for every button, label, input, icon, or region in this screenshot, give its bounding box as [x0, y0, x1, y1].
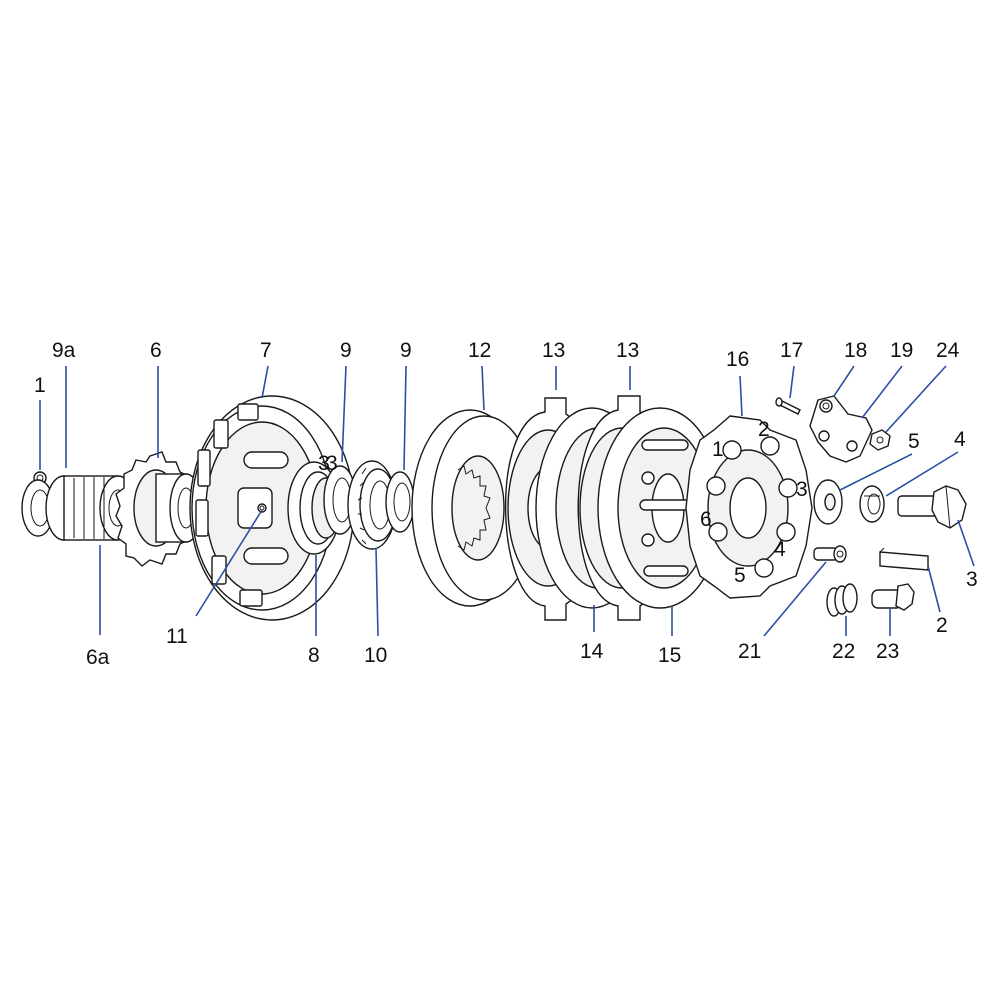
label-23: 23	[876, 640, 899, 663]
label-9-left: 9	[340, 339, 352, 362]
label-9-right: 9	[400, 339, 412, 362]
hub-number-6: 6	[700, 508, 712, 531]
part-6-sprocket	[115, 451, 203, 567]
part-3-hex-bolt	[897, 485, 967, 529]
label-4: 4	[954, 428, 966, 451]
label-13-right: 13	[616, 339, 639, 362]
hub-number-5: 5	[734, 564, 746, 587]
drum-mark-1: 3	[318, 452, 330, 475]
part-labels: 1 9a 6 6a 7 9 9 8 10 11 12 13 13 14 15 1…	[34, 339, 978, 669]
label-12: 12	[468, 339, 491, 362]
leader-lines	[39, 365, 975, 637]
part-16-spring-cover: 1 2 3 4 5 6 3 3	[318, 415, 813, 599]
part-4-spring-washer	[859, 485, 885, 523]
part-15-pressure-plate	[597, 407, 723, 609]
label-24: 24	[936, 339, 960, 362]
label-8: 8	[308, 644, 320, 667]
label-16: 16	[726, 348, 749, 371]
label-6a: 6a	[86, 646, 110, 669]
label-13-left: 13	[542, 339, 565, 362]
part-17-pin	[775, 397, 801, 415]
part-9-washer-right	[385, 471, 415, 533]
part-24-nut	[869, 429, 891, 451]
part-21-cap-screw	[813, 545, 847, 563]
label-10: 10	[364, 644, 387, 667]
label-14: 14	[580, 640, 604, 663]
drum-mark-2: 3	[326, 452, 338, 475]
hub-number-3: 3	[796, 478, 808, 501]
label-5: 5	[908, 430, 920, 453]
label-6: 6	[150, 339, 162, 362]
label-7: 7	[260, 339, 272, 362]
part-7-clutch-drum	[189, 395, 355, 621]
label-15: 15	[658, 644, 681, 667]
part-5-washer	[813, 479, 843, 525]
label-3: 3	[966, 568, 978, 591]
part-22-spring	[826, 583, 858, 617]
part-23-shoulder-screw	[871, 583, 915, 611]
label-19: 19	[890, 339, 913, 362]
label-17: 17	[780, 339, 803, 362]
part-2-key	[879, 547, 929, 571]
label-22: 22	[832, 640, 855, 663]
label-21: 21	[738, 640, 761, 663]
hub-number-4: 4	[774, 538, 786, 561]
hub-number-1: 1	[712, 438, 724, 461]
hub-number-2: 2	[758, 418, 770, 441]
label-18: 18	[844, 339, 867, 362]
label-9a: 9a	[52, 339, 76, 362]
label-1: 1	[34, 374, 46, 397]
part-18-19-lever-bracket	[809, 395, 873, 463]
label-11: 11	[166, 625, 188, 648]
label-2: 2	[936, 614, 948, 637]
